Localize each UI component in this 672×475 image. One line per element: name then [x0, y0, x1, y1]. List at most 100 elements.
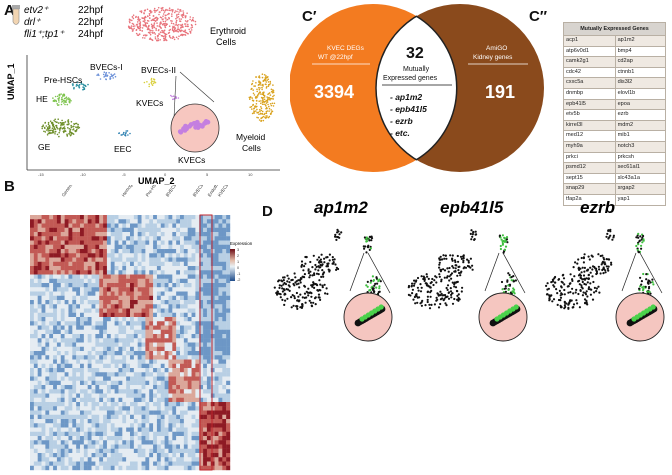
label-he: HE [36, 94, 48, 104]
heatmap-cell [87, 291, 92, 296]
heatmap-cell [72, 436, 77, 441]
heatmap-cell [172, 402, 177, 407]
heatmap-cell [99, 355, 104, 360]
heatmap-cell [191, 308, 196, 313]
heatmap-cell [87, 376, 92, 381]
feature-cell [411, 288, 414, 291]
heatmap-cell [68, 249, 73, 254]
umap-cell [68, 98, 70, 101]
heatmap-cell [156, 240, 161, 245]
heatmap-cell [106, 397, 111, 403]
heatmap-cell [168, 300, 173, 305]
heatmap-cell [114, 236, 119, 241]
heatmap-cell [168, 423, 173, 428]
heatmap-cell [226, 436, 231, 441]
heatmap-cell [30, 444, 35, 449]
feature-cell [438, 266, 441, 269]
heatmap-cell [106, 457, 111, 462]
heatmap-cell [91, 397, 96, 403]
heatmap-cell [122, 232, 127, 237]
heatmap-cell [41, 317, 46, 322]
umap-cell [148, 13, 151, 15]
heatmap-cell [172, 291, 177, 296]
heatmap-cell [206, 368, 211, 373]
heatmap-cell [172, 317, 177, 322]
heatmap-cell [191, 287, 196, 292]
umap-cell [269, 94, 272, 96]
heatmap-cell [122, 253, 127, 258]
heatmap-cell [56, 385, 61, 390]
heatmap-cell [103, 355, 108, 360]
heatmap-cell [172, 342, 177, 347]
heatmap-cell [168, 380, 173, 386]
umap-cell [80, 83, 83, 85]
heatmap-cell [30, 359, 35, 364]
heatmap-cell [118, 351, 123, 356]
heatmap-cell [164, 380, 169, 386]
heatmap-cell [49, 342, 54, 347]
umap-cell [65, 101, 67, 103]
heatmap-cell [118, 410, 123, 415]
feature-cell [563, 283, 566, 286]
heatmap-cell [87, 278, 92, 284]
feature-cell [510, 276, 513, 279]
feature-cell [460, 257, 463, 260]
heatmap-cell [226, 300, 231, 305]
heatmap-cell [118, 257, 123, 262]
heatmap-cell [203, 393, 208, 398]
heatmap-cell [126, 376, 131, 381]
heatmap-cell [33, 427, 38, 432]
heatmap-cell [168, 236, 173, 241]
heatmap-cell [83, 431, 88, 437]
heatmap-cell [80, 363, 85, 369]
heatmap-cell [56, 325, 61, 330]
heatmap-cell [218, 325, 223, 330]
heatmap-cell [49, 249, 54, 254]
feature-cell [310, 305, 314, 308]
heatmap-cell [49, 410, 54, 415]
heatmap-cell [176, 253, 181, 258]
heatmap-cell [126, 461, 131, 466]
heatmap-cell [172, 257, 177, 262]
heatmap-cell [137, 261, 142, 267]
heatmap-cell [226, 278, 231, 284]
heatmap-cell [95, 393, 100, 398]
umap-cell [143, 12, 145, 14]
heatmap-cell [87, 389, 92, 394]
umap-cell [148, 10, 151, 12]
heatmap-cell [133, 236, 138, 241]
heatmap-cell [99, 372, 104, 377]
heatmap-cell [172, 249, 177, 254]
umap-cell [260, 117, 263, 119]
heatmap-cell [210, 232, 215, 237]
heatmap-cell [222, 257, 227, 262]
heatmap-cell [103, 380, 108, 386]
heatmap-cell [87, 380, 92, 386]
heatmap-cell [137, 266, 142, 271]
heatmap-cell [80, 423, 85, 428]
heatmap-cell [126, 227, 131, 233]
heatmap-cell [122, 287, 127, 292]
heatmap-cell [199, 312, 204, 318]
heatmap-cell [122, 402, 127, 407]
heatmap-cell [37, 261, 42, 267]
feature-cell [310, 284, 313, 287]
heatmap-cell [80, 295, 85, 301]
umap-cell [54, 131, 57, 133]
feature-cell [459, 255, 463, 258]
heatmap-cell [137, 308, 142, 313]
umap-cell [268, 105, 270, 108]
heatmap-cell [87, 448, 92, 454]
umap-cell [154, 33, 157, 35]
heatmap-cell [83, 270, 88, 275]
heatmap-cell [99, 389, 104, 394]
venn-left-title-2: WT @22hpf [318, 54, 353, 61]
heatmap-cell [41, 372, 46, 377]
heatmap-cell [68, 312, 73, 318]
heatmap-cell [183, 278, 188, 284]
heatmap-cell [126, 291, 131, 296]
heatmap-cell [114, 342, 119, 347]
heatmap-cell [49, 393, 54, 398]
heatmap-cell [80, 287, 85, 292]
heatmap-cell [72, 355, 77, 360]
